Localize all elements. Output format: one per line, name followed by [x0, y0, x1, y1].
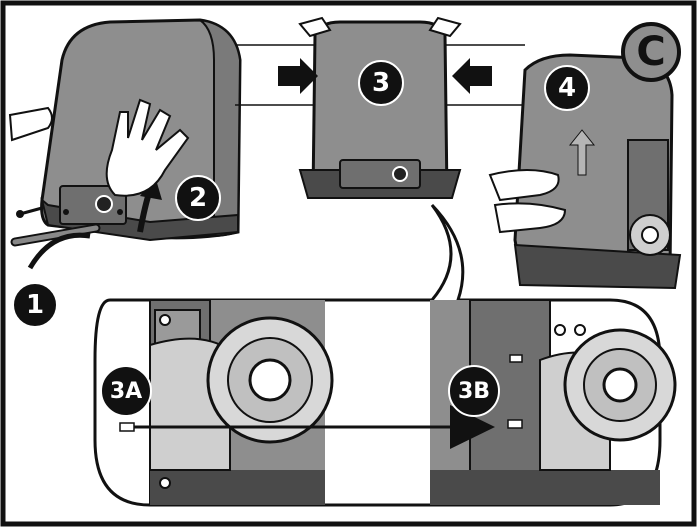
step-badge-3a: 3A — [100, 365, 152, 417]
push-arrow-right-icon — [278, 58, 318, 94]
motor-unit-front-view — [235, 16, 525, 199]
push-arrow-left-icon — [452, 58, 492, 94]
step-badge-1: 1 — [12, 282, 58, 328]
screwdriver-icon — [10, 223, 101, 247]
motor-unit-lift-view — [488, 53, 682, 290]
keyhole-icon — [95, 195, 113, 213]
hand-icon — [105, 98, 190, 197]
direction-arrow-icon — [450, 405, 495, 449]
detail-callout — [93, 203, 677, 507]
step-badge-3: 3 — [358, 60, 404, 106]
hand-icon-lift — [488, 169, 560, 202]
keyhole-icon-front — [392, 166, 408, 182]
rotate-arrow-icon — [27, 232, 91, 270]
panel-letter-badge: C — [621, 22, 681, 82]
step-badge-4: 4 — [544, 65, 590, 111]
hand-icon-left — [8, 106, 53, 142]
step-badge-2: 2 — [175, 175, 221, 221]
detail-3a — [119, 299, 334, 506]
up-arrow-icon — [568, 129, 596, 176]
step-badge-3b: 3B — [448, 365, 500, 417]
screw-icon — [16, 206, 43, 218]
